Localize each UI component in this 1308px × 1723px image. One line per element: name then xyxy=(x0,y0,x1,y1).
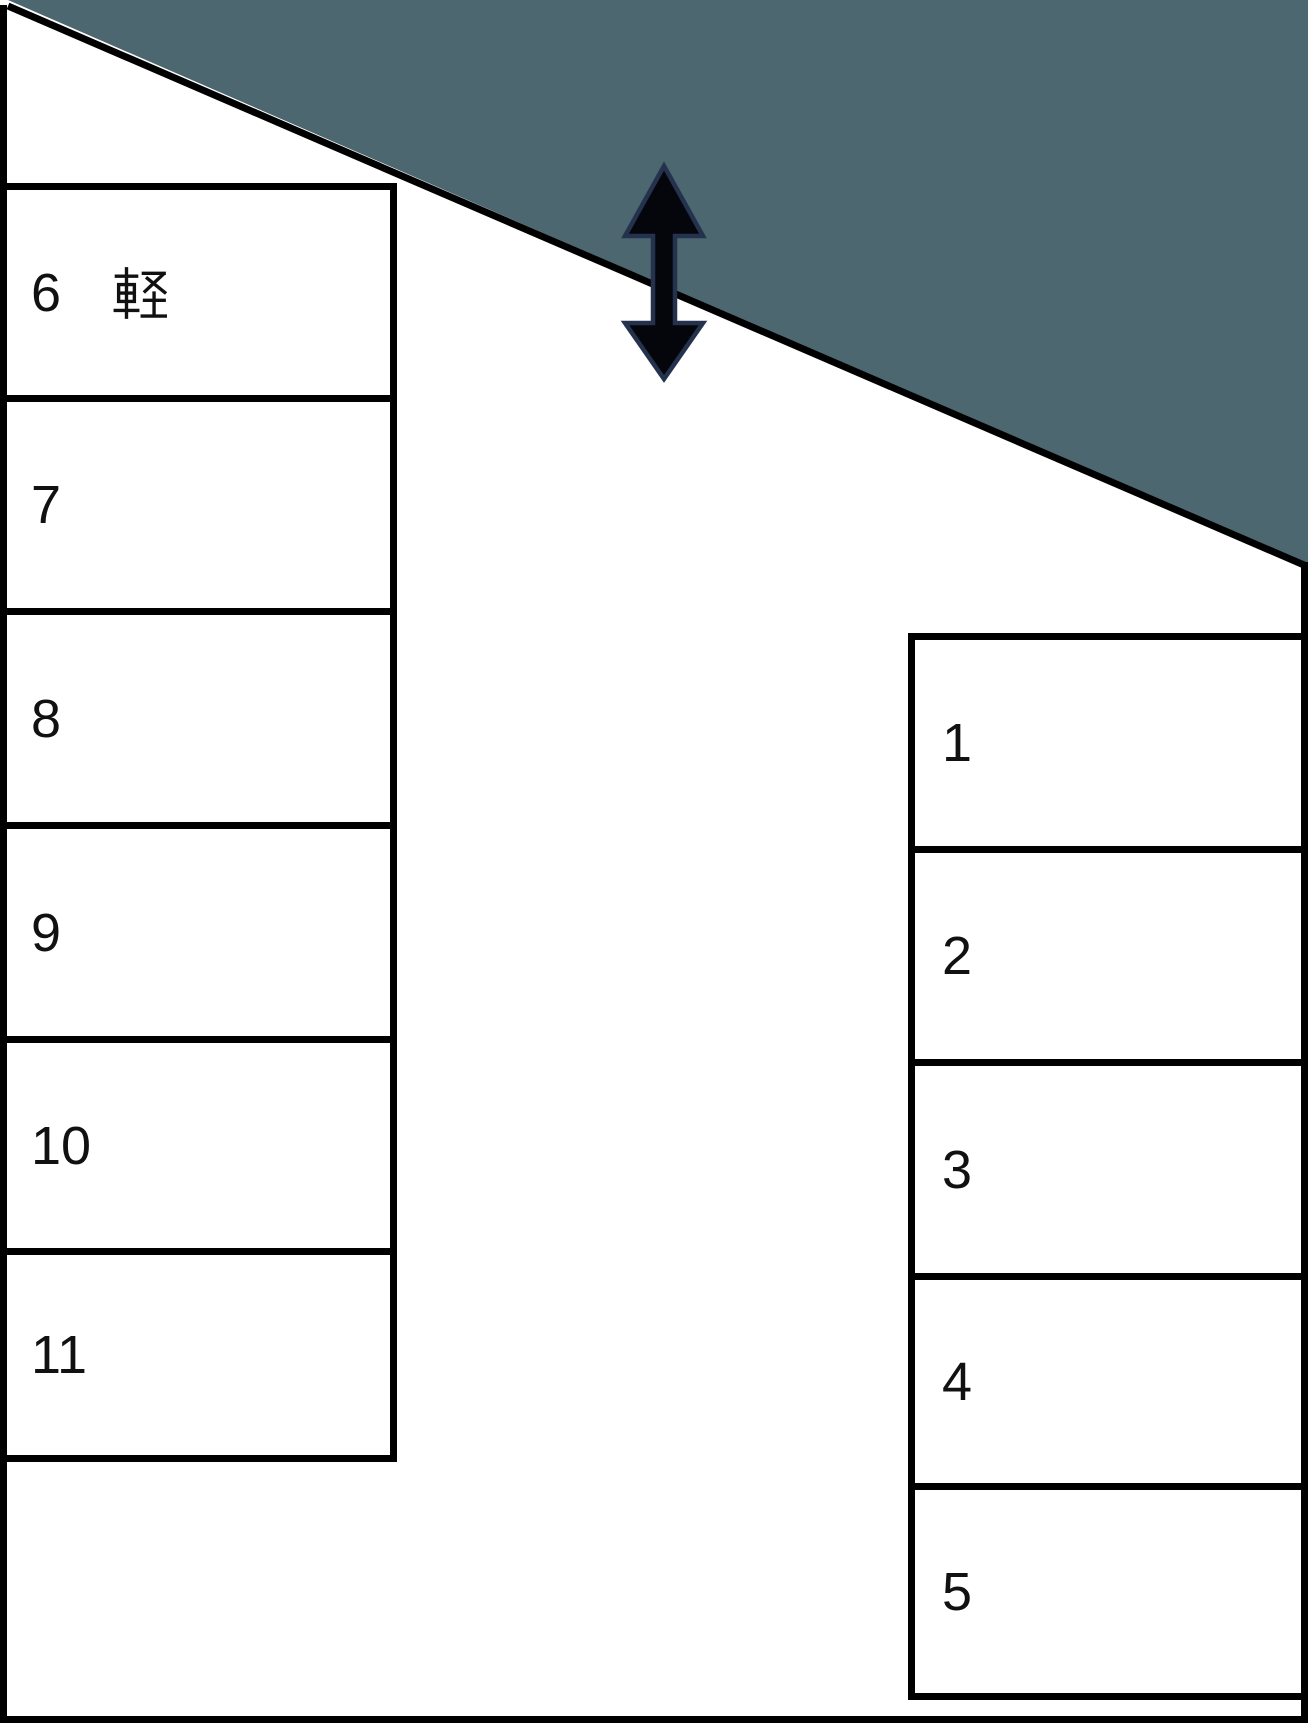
parking-space-2: 2 xyxy=(915,846,1301,1059)
parking-space-9: 9 xyxy=(7,822,390,1036)
space-number: 7 xyxy=(31,475,62,535)
space-number: 3 xyxy=(942,1139,973,1200)
kei-kanji-glyph xyxy=(113,266,168,319)
parking-space-10: 10 xyxy=(7,1036,390,1248)
space-number: 5 xyxy=(942,1561,973,1622)
space-number: 10 xyxy=(31,1115,92,1176)
space-number: 4 xyxy=(942,1351,973,1412)
right-parking-column: 1 2 3 4 5 xyxy=(908,633,1308,1700)
parking-space-1: 1 xyxy=(915,640,1301,846)
space-number: 11 xyxy=(31,1325,88,1385)
left-parking-column: 6 軽 7 8 9 10 11 xyxy=(0,183,397,1462)
space-number: 1 xyxy=(942,713,973,773)
space-number: 2 xyxy=(942,926,973,986)
parking-space-7: 7 xyxy=(7,395,390,608)
two-way-arrow-icon xyxy=(620,161,708,383)
parking-space-6: 6 軽 xyxy=(7,190,390,395)
parking-space-3: 3 xyxy=(915,1059,1301,1273)
space-number: 9 xyxy=(31,902,62,963)
space-number: 8 xyxy=(31,688,62,749)
parking-space-4: 4 xyxy=(915,1273,1301,1483)
parking-space-5: 5 xyxy=(915,1483,1301,1693)
space-number: 6 xyxy=(31,262,62,323)
kei-kanji-icon: 軽 xyxy=(113,266,168,320)
parking-space-11: 11 xyxy=(7,1248,390,1455)
parking-space-8: 8 xyxy=(7,608,390,822)
